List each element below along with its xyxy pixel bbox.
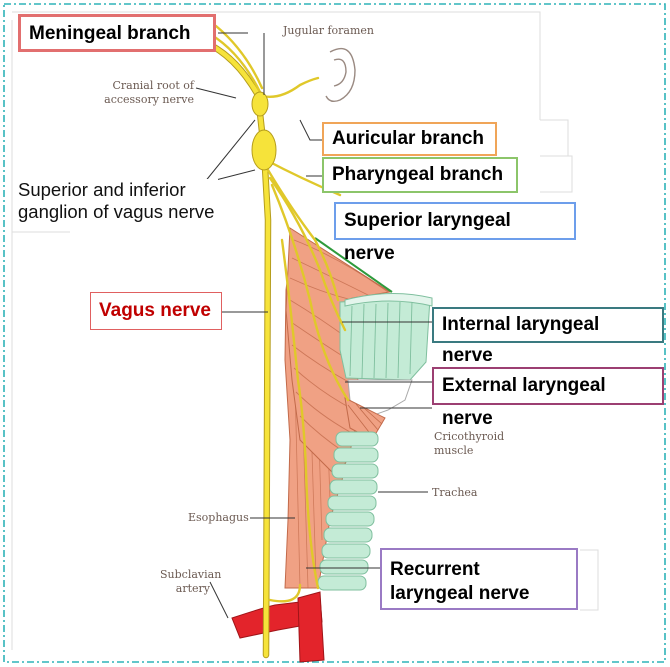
external-laryngeal-nerve-label: External laryngeal nerve	[432, 367, 664, 405]
subclavian-label-line-1: Subclavian	[160, 568, 210, 582]
subclavian-artery-label: Subclavian artery	[160, 568, 210, 596]
pharyngeal-branch-label: Pharyngeal branch	[322, 157, 518, 193]
subclavian-label-line-2: artery	[160, 582, 210, 596]
trachea-label: Trachea	[432, 486, 477, 500]
superior-ganglion	[252, 92, 268, 116]
ear-outline	[326, 49, 355, 102]
cricothyroid-label-line-2: muscle	[434, 444, 504, 458]
thyroid-cartilage	[340, 293, 432, 420]
cranial-root-label-line-1: Cranial root of	[96, 79, 194, 93]
recurrent-laryngeal-nerve-label: Recurrent laryngeal nerve	[380, 548, 578, 610]
ganglion-label-line-2: ganglion of vagus nerve	[18, 201, 218, 223]
cranial-root-label: Cranial root of accessory nerve	[96, 79, 194, 107]
internal-laryngeal-nerve-label: Internal laryngeal nerve	[432, 307, 664, 343]
esophagus-label: Esophagus	[188, 511, 249, 525]
jugular-foramen-label: Jugular foramen	[283, 24, 374, 38]
cricothyroid-label-line-1: Cricothyroid	[434, 430, 504, 444]
subclavian-artery	[232, 592, 324, 662]
vagus-nerve-label: Vagus nerve	[90, 292, 222, 330]
cricothyroid-muscle-label: Cricothyroid muscle	[434, 430, 504, 458]
ganglion-label-line-1: Superior and inferior	[18, 179, 218, 201]
cranial-root-label-line-2: accessory nerve	[96, 93, 194, 107]
auricular-branch-label: Auricular branch	[322, 122, 497, 156]
ganglion-label: Superior and inferior ganglion of vagus …	[18, 179, 218, 223]
superior-laryngeal-nerve-label: Superior laryngeal nerve	[334, 202, 576, 240]
inferior-ganglion	[252, 130, 276, 170]
meningeal-branch-label: Meningeal branch	[18, 14, 216, 52]
